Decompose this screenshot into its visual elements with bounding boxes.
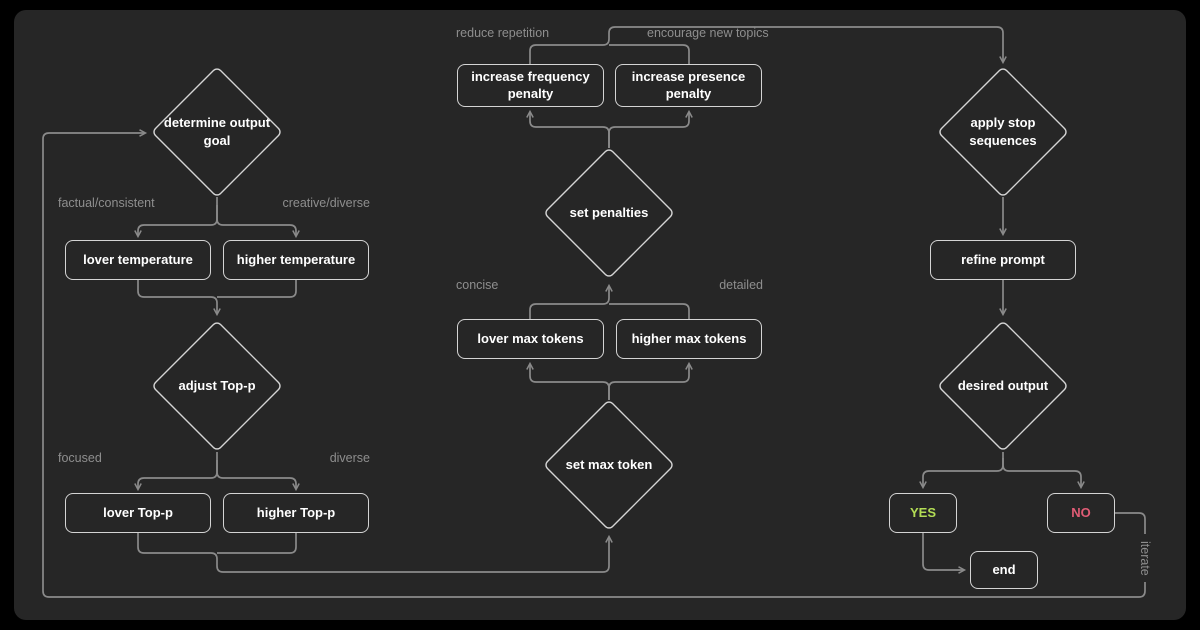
edge-higher-temp-to-adjust xyxy=(217,280,297,298)
edge-lower-temp-to-adjust xyxy=(137,280,221,317)
node-label: end xyxy=(992,561,1016,577)
node-increase-presence-penalty: increase presence penalty xyxy=(615,64,762,107)
node-end: end xyxy=(970,551,1038,589)
node-refine-prompt: refine prompt xyxy=(930,240,1076,280)
edge-adjust-to-higher-topp xyxy=(216,460,300,492)
edge-penalties-to-presence xyxy=(608,109,693,148)
node-higher-temperature: higher temperature xyxy=(223,240,369,280)
node-label: higher temperature xyxy=(236,251,356,267)
edge-presence-merge xyxy=(609,44,690,64)
edge-penalties-to-frequency xyxy=(526,109,610,148)
node-label: apply stop sequences xyxy=(969,115,1037,148)
edge-label-iterate: iterate xyxy=(1135,534,1155,582)
diamond-set-max-token xyxy=(545,401,673,529)
node-label: higher max tokens xyxy=(631,330,747,346)
edge-desired-to-no xyxy=(1002,458,1085,490)
node-label: higher Top-p xyxy=(256,504,336,520)
node-higher-max-tokens: higher max tokens xyxy=(616,319,762,359)
edge-yes-to-end xyxy=(922,533,967,574)
node-adjust-top-p: adjust Top-p xyxy=(157,368,277,404)
edge-penalty-merge-to-stop-sequences xyxy=(529,26,1007,65)
edge-topp-merge-to-set-max-token xyxy=(137,533,613,573)
edge-label-factual-consistent: factual/consistent xyxy=(58,196,155,210)
edge-label-encourage-new-topics: encourage new topics xyxy=(647,26,769,40)
edge-higher-topp-merge xyxy=(217,533,297,554)
node-apply-stop-sequences: apply stop sequences xyxy=(948,104,1058,160)
node-label: NO xyxy=(1071,504,1091,520)
edge-higher-max-merge xyxy=(609,303,690,319)
node-label: lover Top-p xyxy=(103,504,173,520)
edge-max-merge-to-set-penalties xyxy=(529,283,613,319)
node-set-penalties: set penalties xyxy=(549,195,669,231)
diamond-apply-stop-sequences xyxy=(939,68,1067,196)
node-desired-output: desired output xyxy=(943,368,1063,404)
diamond-set-penalties xyxy=(545,149,673,277)
edge-adjust-to-lower-topp xyxy=(134,452,218,492)
edge-label-concise: concise xyxy=(456,278,499,292)
diamond-desired-output xyxy=(939,322,1067,450)
node-lower-top-p: lover Top-p xyxy=(65,493,211,533)
node-higher-top-p: higher Top-p xyxy=(223,493,369,533)
node-label: increase presence penalty xyxy=(631,68,746,101)
edge-label-reduce-repetition: reduce repetition xyxy=(456,26,550,40)
node-no: NO xyxy=(1047,493,1115,533)
node-label: set penalties xyxy=(569,205,649,221)
node-label: increase frequency penalty xyxy=(471,68,590,101)
node-yes: YES xyxy=(889,493,957,533)
edge-goal-to-higher-temp xyxy=(216,205,300,239)
node-increase-frequency-penalty: increase frequency penalty xyxy=(457,64,604,107)
node-label: lover temperature xyxy=(83,251,193,267)
node-label: YES xyxy=(909,504,936,520)
node-label: set max token xyxy=(565,457,653,473)
node-label: refine prompt xyxy=(961,251,1045,267)
node-set-max-token: set max token xyxy=(549,447,669,483)
edge-label-detailed: detailed xyxy=(719,278,763,292)
edge-set-max-to-lower-max xyxy=(526,361,610,400)
edge-label-diverse: diverse xyxy=(329,451,370,465)
node-label: lover max tokens xyxy=(477,330,584,346)
edge-label-focused: focused xyxy=(58,451,102,465)
edge-desired-to-yes xyxy=(919,452,1004,490)
node-label: desired output xyxy=(957,378,1049,394)
edge-label-creative-diverse: creative/diverse xyxy=(282,196,370,210)
edge-iterate-loop xyxy=(42,129,1146,598)
edge-set-max-to-higher-max xyxy=(608,361,693,400)
node-lower-max-tokens: lover max tokens xyxy=(457,319,604,359)
node-label: determine output goal xyxy=(163,115,271,148)
node-determine-output-goal: determine output goal xyxy=(157,104,277,160)
diamond-determine-output-goal xyxy=(153,68,281,196)
diamond-adjust-top-p xyxy=(153,322,281,450)
node-lower-temperature: lover temperature xyxy=(65,240,211,280)
node-label: adjust Top-p xyxy=(178,378,256,394)
